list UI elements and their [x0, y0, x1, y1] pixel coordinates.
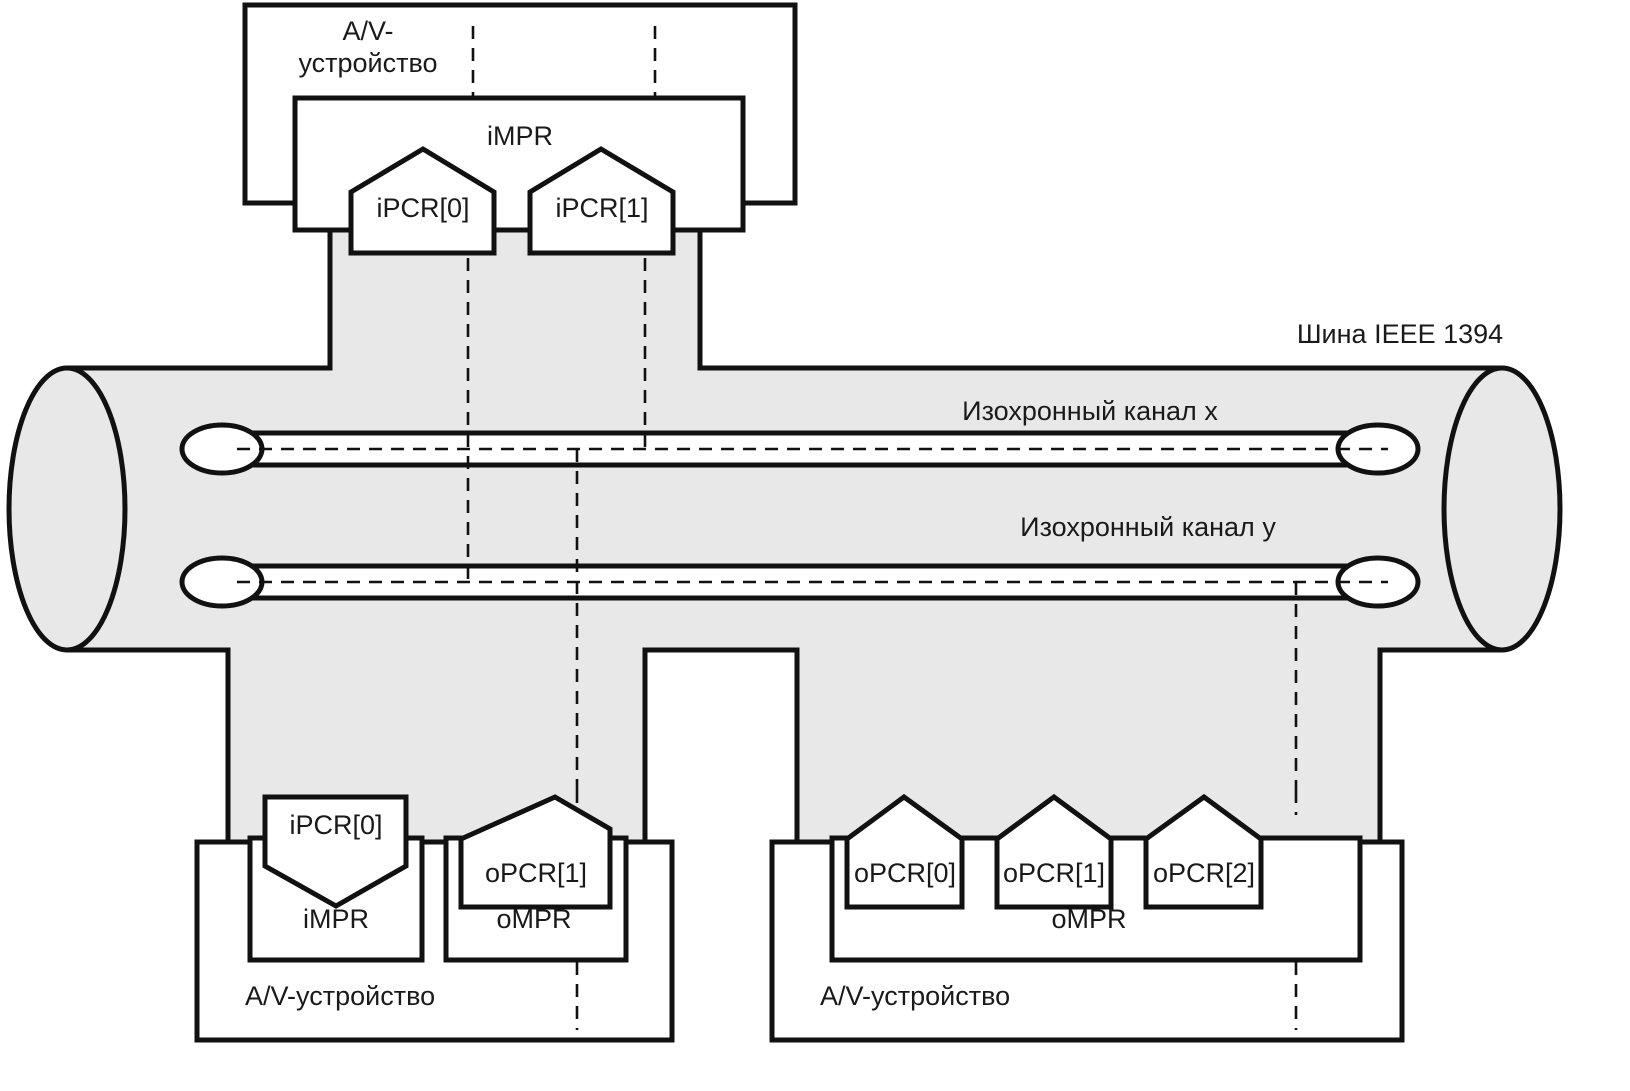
bottom-right-opcr0-label: oPCR[0] [854, 858, 956, 888]
top-ipcr1-label: iPCR[1] [555, 193, 648, 223]
bus-left-end [6, 365, 128, 653]
bottom-left-ipcr0-label: iPCR[0] [289, 810, 382, 840]
bus-outline-bottom [67, 647, 1502, 842]
top-av-device-label-line2: устройство [298, 48, 437, 78]
top-ipcr1-plug [527, 146, 676, 256]
bus-outline-top [67, 228, 1502, 371]
top-av-device-label-line1: A/V- [342, 16, 393, 46]
top-ipcr0-label: iPCR[0] [376, 193, 469, 223]
bottom-left-ipcr0-plug [262, 794, 409, 909]
channel-y-label: Изохронный канал y [1020, 512, 1276, 542]
bottom-left-opcr1-label: oPCR[1] [485, 858, 587, 888]
channel-x-label: Изохронный канал x [962, 396, 1218, 426]
bus-body [67, 228, 1502, 842]
bottom-right-opcr1-plug [994, 793, 1114, 910]
bottom-right-opcr1-label: oPCR[1] [1003, 858, 1105, 888]
top-impr-label: iMPR [487, 121, 553, 151]
bus-label: Шина IEEE 1394 [1297, 319, 1503, 349]
bottom-left-opcr1-plug [458, 794, 613, 910]
bottom-right-opcr2-plug [1143, 793, 1264, 910]
bottom-right-opcr2-label: oPCR[2] [1153, 858, 1255, 888]
bottom-left-av-device-label: A/V-устройство [245, 981, 435, 1011]
bottom-left-impr-label: iMPR [303, 904, 369, 934]
bottom-right-av-device-label: A/V-устройство [820, 981, 1010, 1011]
top-ipcr0-plug [348, 146, 497, 256]
bottom-right-opcr0-plug [844, 793, 965, 910]
bus-right-end [1441, 365, 1563, 653]
